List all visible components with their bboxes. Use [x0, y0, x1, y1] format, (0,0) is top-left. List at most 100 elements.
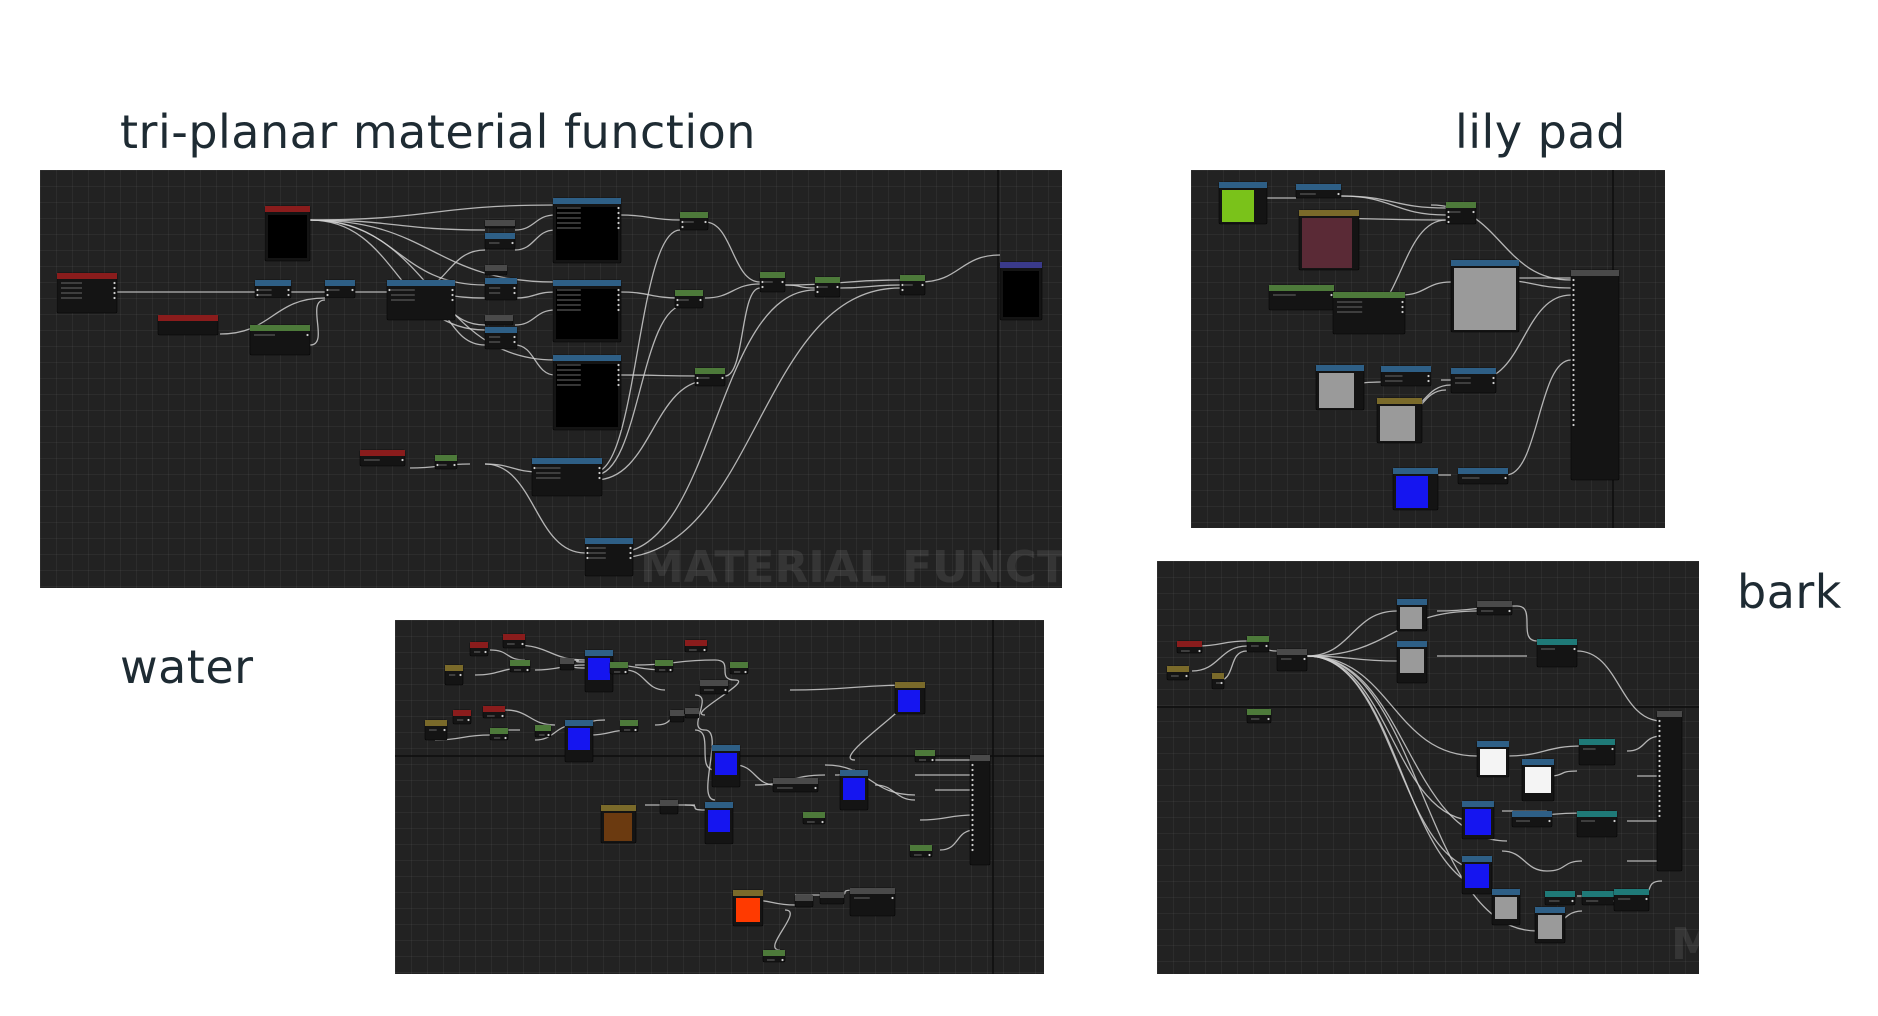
graph-node[interactable]	[1534, 906, 1566, 944]
graph-node[interactable]	[509, 659, 531, 673]
graph-node[interactable]	[1396, 640, 1428, 684]
bark-node-graph[interactable]	[1157, 561, 1699, 974]
graph-node[interactable]	[1511, 810, 1553, 828]
graph-node[interactable]	[489, 727, 509, 741]
graph-node[interactable]	[1392, 467, 1439, 511]
graph-node[interactable]	[502, 633, 526, 649]
graph-node[interactable]	[819, 891, 845, 905]
graph-node[interactable]	[552, 354, 622, 431]
graph-node[interactable]	[1396, 598, 1428, 632]
graph-node[interactable]	[484, 314, 514, 326]
graph-node[interactable]	[1450, 367, 1497, 394]
graph-node[interactable]	[1476, 600, 1513, 616]
graph-node[interactable]	[1211, 672, 1225, 690]
graph-node[interactable]	[1445, 201, 1477, 225]
graph-node[interactable]	[534, 724, 552, 738]
graph-node[interactable]	[264, 205, 311, 262]
graph-node[interactable]	[1656, 710, 1683, 872]
graph-node[interactable]	[359, 449, 406, 467]
graph-node[interactable]	[444, 664, 464, 686]
graph-node[interactable]	[704, 801, 734, 845]
graph-node[interactable]	[899, 274, 926, 296]
graph-node[interactable]	[1578, 738, 1616, 766]
graph-node[interactable]	[909, 844, 933, 858]
graph-node[interactable]	[482, 705, 506, 719]
graph-node[interactable]	[914, 749, 936, 763]
graph-node[interactable]	[434, 454, 458, 470]
water-graph-panel[interactable]	[395, 620, 1044, 974]
graph-node[interactable]	[552, 197, 622, 264]
graph-node[interactable]	[157, 314, 219, 336]
graph-node[interactable]	[802, 811, 826, 825]
triplanar-node-graph[interactable]	[40, 170, 1062, 588]
graph-node[interactable]	[1295, 183, 1342, 199]
graph-node[interactable]	[969, 754, 991, 866]
graph-node[interactable]	[1176, 640, 1203, 654]
graph-node[interactable]	[1521, 758, 1555, 802]
graph-node[interactable]	[674, 289, 704, 309]
graph-node[interactable]	[584, 537, 634, 577]
water-node-graph[interactable]	[395, 620, 1044, 974]
graph-node[interactable]	[684, 707, 700, 719]
graph-node[interactable]	[1570, 269, 1620, 481]
graph-node[interactable]	[484, 264, 508, 276]
graph-node[interactable]	[1380, 365, 1432, 387]
graph-node[interactable]	[1298, 209, 1360, 271]
graph-node[interactable]	[1450, 259, 1520, 333]
graph-node[interactable]	[694, 367, 726, 387]
bark-graph-panel[interactable]: M	[1157, 561, 1699, 974]
graph-node[interactable]	[1268, 284, 1335, 311]
graph-node[interactable]	[729, 661, 749, 675]
graph-node[interactable]	[711, 744, 741, 788]
graph-node[interactable]	[1246, 635, 1270, 653]
graph-node[interactable]	[56, 272, 118, 314]
graph-node[interactable]	[484, 232, 516, 250]
graph-node[interactable]	[1576, 810, 1618, 838]
graph-node[interactable]	[839, 769, 869, 811]
graph-node[interactable]	[452, 709, 472, 725]
graph-node[interactable]	[531, 457, 603, 497]
graph-node[interactable]	[1544, 890, 1576, 906]
graph-node[interactable]	[759, 271, 786, 293]
graph-node[interactable]	[1166, 665, 1190, 681]
graph-node[interactable]	[600, 804, 637, 844]
graph-node[interactable]	[564, 719, 594, 763]
graph-node[interactable]	[484, 326, 518, 350]
graph-node[interactable]	[1218, 181, 1268, 225]
graph-node[interactable]	[772, 777, 819, 793]
graph-node[interactable]	[1457, 467, 1509, 485]
graph-node[interactable]	[249, 324, 311, 356]
graph-node[interactable]	[849, 887, 896, 917]
graph-node[interactable]	[254, 279, 292, 299]
graph-node[interactable]	[324, 279, 356, 299]
graph-node[interactable]	[1491, 888, 1521, 926]
graph-node[interactable]	[469, 641, 489, 657]
graph-node[interactable]	[1581, 890, 1618, 906]
graph-node[interactable]	[484, 277, 518, 301]
graph-node[interactable]	[732, 889, 764, 927]
graph-node[interactable]	[894, 681, 926, 715]
graph-node[interactable]	[1332, 291, 1406, 335]
graph-node[interactable]	[424, 719, 448, 741]
graph-node[interactable]	[659, 799, 679, 815]
graph-node[interactable]	[1613, 888, 1650, 912]
graph-node[interactable]	[794, 894, 814, 908]
graph-node[interactable]	[654, 659, 674, 673]
graph-node[interactable]	[584, 649, 614, 693]
graph-node[interactable]	[552, 279, 622, 343]
graph-node[interactable]	[1461, 855, 1493, 895]
graph-node[interactable]	[609, 661, 629, 675]
graph-node[interactable]	[1246, 708, 1272, 724]
graph-node[interactable]	[762, 949, 786, 963]
graph-node[interactable]	[619, 719, 639, 733]
graph-node[interactable]	[1315, 364, 1365, 411]
graph-node[interactable]	[999, 261, 1043, 321]
graph-node[interactable]	[484, 219, 516, 229]
graph-node[interactable]	[679, 211, 709, 231]
graph-node[interactable]	[559, 657, 575, 671]
graph-node[interactable]	[684, 639, 708, 653]
graph-node[interactable]	[1276, 648, 1308, 672]
lilypad-node-graph[interactable]	[1191, 170, 1665, 528]
graph-node[interactable]	[1536, 638, 1578, 668]
triplanar-graph-panel[interactable]: MATERIAL FUNCTIO	[40, 170, 1062, 588]
